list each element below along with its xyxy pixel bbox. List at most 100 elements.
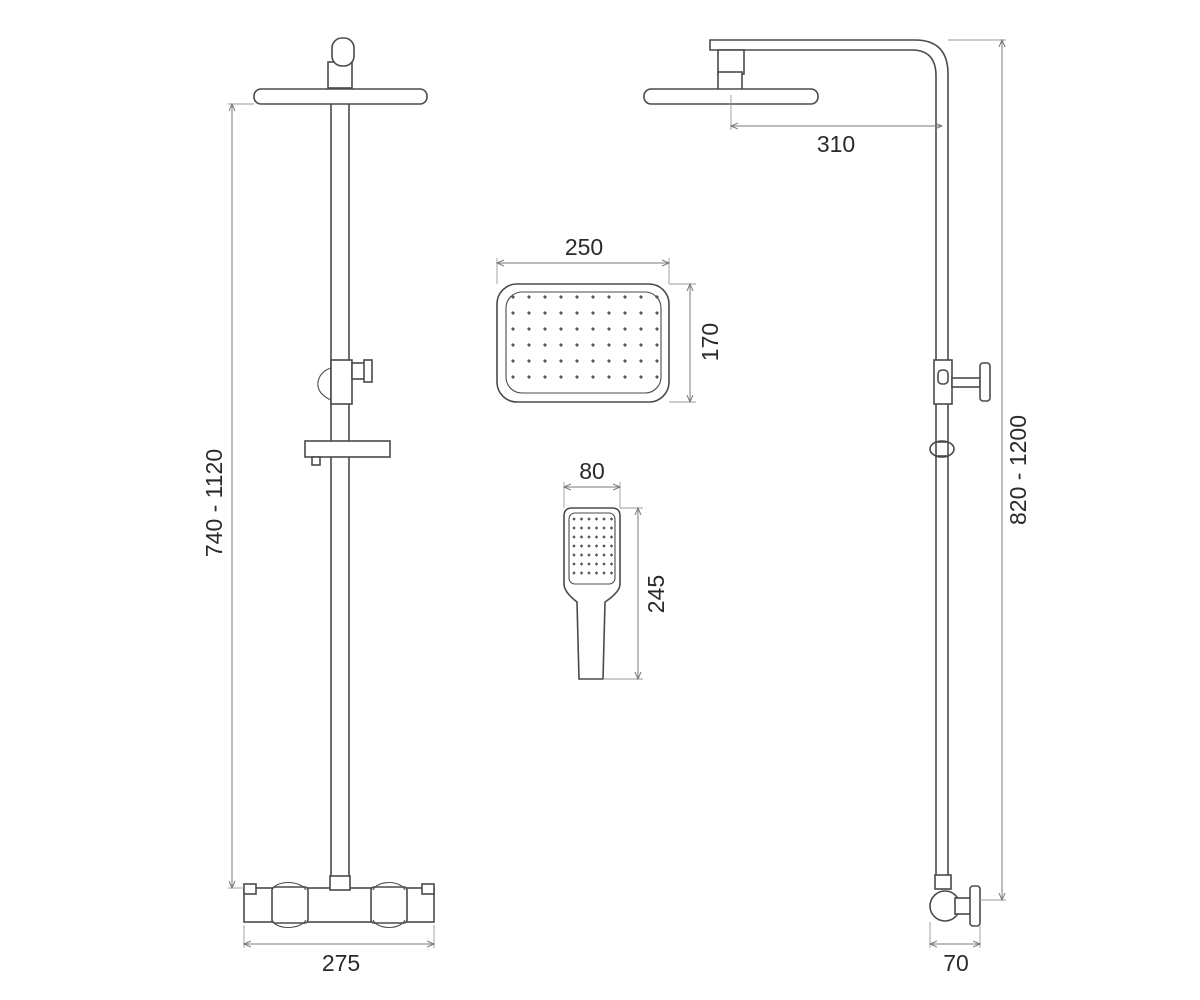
front-width-label: 275 xyxy=(322,950,360,976)
nozzle-dot xyxy=(609,526,614,530)
nozzle-dot xyxy=(572,535,576,539)
side-mixer-collar xyxy=(934,874,952,890)
nozzle-dot xyxy=(572,526,576,530)
side-depth-dimension: 70 xyxy=(930,922,980,976)
front-shelf xyxy=(304,440,391,458)
nozzle-dot xyxy=(594,517,599,521)
nozzle-dot xyxy=(579,517,584,521)
front-top-cap xyxy=(331,37,355,67)
nozzle-dot xyxy=(594,526,599,530)
head-depth-label: 170 xyxy=(697,323,723,361)
front-mixer-knob-left xyxy=(271,881,307,929)
side-shelf-clip-inner xyxy=(935,441,949,457)
nozzle-dot xyxy=(609,517,614,521)
nozzle-dot xyxy=(587,553,591,557)
nozzle-dot xyxy=(587,544,591,548)
nozzle-dot xyxy=(594,562,599,566)
head-depth-dimension: 170 xyxy=(669,284,723,402)
nozzle-dot xyxy=(587,517,591,521)
nozzle-dot xyxy=(594,535,599,539)
side-slider-stem xyxy=(951,377,981,388)
nozzle-dot xyxy=(587,571,591,575)
front-mixer-inlet-right xyxy=(421,883,435,895)
rain-head-outer xyxy=(496,283,670,403)
nozzle-dot xyxy=(572,562,576,566)
nozzle-dot xyxy=(602,535,606,539)
nozzle-dot xyxy=(572,553,576,557)
nozzle-dot xyxy=(587,562,591,566)
nozzle-dot xyxy=(587,535,591,539)
nozzle-dot xyxy=(602,517,606,521)
side-slider-knob xyxy=(979,362,991,402)
nozzle-dot xyxy=(602,544,606,548)
side-reach-label: 310 xyxy=(817,131,855,157)
nozzle-dot xyxy=(609,535,614,539)
side-head-connector xyxy=(717,49,745,75)
hand-width-dimension: 80 xyxy=(564,458,620,508)
front-riser-pipe xyxy=(330,87,350,894)
rain-head-top-view xyxy=(496,283,670,403)
nozzle-dot xyxy=(602,571,606,575)
front-slider-bracket xyxy=(330,359,353,405)
nozzle-dot xyxy=(511,375,515,379)
nozzle-dot xyxy=(579,571,584,575)
nozzle-dot xyxy=(609,571,614,575)
side-height-label: 820 - 1200 xyxy=(1005,415,1031,525)
rain-head-inner xyxy=(505,291,662,394)
front-slider-loop xyxy=(317,367,332,401)
front-shelf-pin xyxy=(311,456,321,466)
front-mixer-handle-left xyxy=(271,886,309,924)
side-mixer-wall-plate xyxy=(969,885,981,927)
nozzle-dot xyxy=(587,526,591,530)
head-width-label: 250 xyxy=(565,234,603,260)
nozzle-dot xyxy=(609,553,614,557)
front-width-dimension: 275 xyxy=(244,925,434,976)
nozzle-dot xyxy=(609,562,614,566)
front-mixer-handle-right xyxy=(370,886,408,924)
side-head-connector-base xyxy=(717,71,743,91)
nozzle-dot xyxy=(602,526,606,530)
hand-shower-view xyxy=(563,507,621,680)
nozzle-dot xyxy=(579,553,584,557)
hand-shower-face xyxy=(568,512,616,585)
hand-shower-nozzle-grid xyxy=(572,517,614,575)
nozzle-dot xyxy=(594,544,599,548)
nozzle-dot xyxy=(579,562,584,566)
side-slider-slot xyxy=(937,369,949,385)
nozzle-dot xyxy=(602,562,606,566)
hand-length-label: 245 xyxy=(643,575,669,613)
head-width-dimension: 250 xyxy=(497,234,669,284)
nozzle-dot xyxy=(579,535,584,539)
nozzle-dot xyxy=(511,343,515,347)
front-rain-head xyxy=(253,88,428,105)
front-riser-collar xyxy=(329,875,351,891)
front-slider-knob-face xyxy=(363,359,373,383)
nozzle-dot xyxy=(579,544,584,548)
nozzle-dot xyxy=(602,553,606,557)
front-view xyxy=(243,37,435,929)
side-arm-and-riser xyxy=(709,39,949,881)
hand-shower-outline xyxy=(563,507,621,680)
nozzle-dot xyxy=(572,544,576,548)
front-mixer-knob-right xyxy=(372,881,406,929)
nozzle-dot xyxy=(511,359,515,363)
hand-width-label: 80 xyxy=(579,458,605,484)
nozzle-dot xyxy=(572,517,576,521)
hand-length-dimension: 245 xyxy=(603,508,669,679)
side-height-dimension: 820 - 1200 xyxy=(948,40,1031,900)
nozzle-dot xyxy=(511,311,515,315)
nozzle-dot xyxy=(572,571,576,575)
side-reach-dimension: 310 xyxy=(731,95,942,157)
nozzle-dot xyxy=(594,553,599,557)
nozzle-dot xyxy=(609,544,614,548)
front-height-dimension: 740 - 1120 xyxy=(201,104,254,888)
front-height-label: 740 - 1120 xyxy=(201,449,227,557)
nozzle-dot xyxy=(511,327,515,331)
front-mixer-inlet-left xyxy=(243,883,257,895)
side-depth-label: 70 xyxy=(943,950,969,976)
nozzle-dot xyxy=(594,571,599,575)
nozzle-dot xyxy=(579,526,584,530)
nozzle-dot xyxy=(511,295,515,299)
side-view xyxy=(643,39,991,927)
